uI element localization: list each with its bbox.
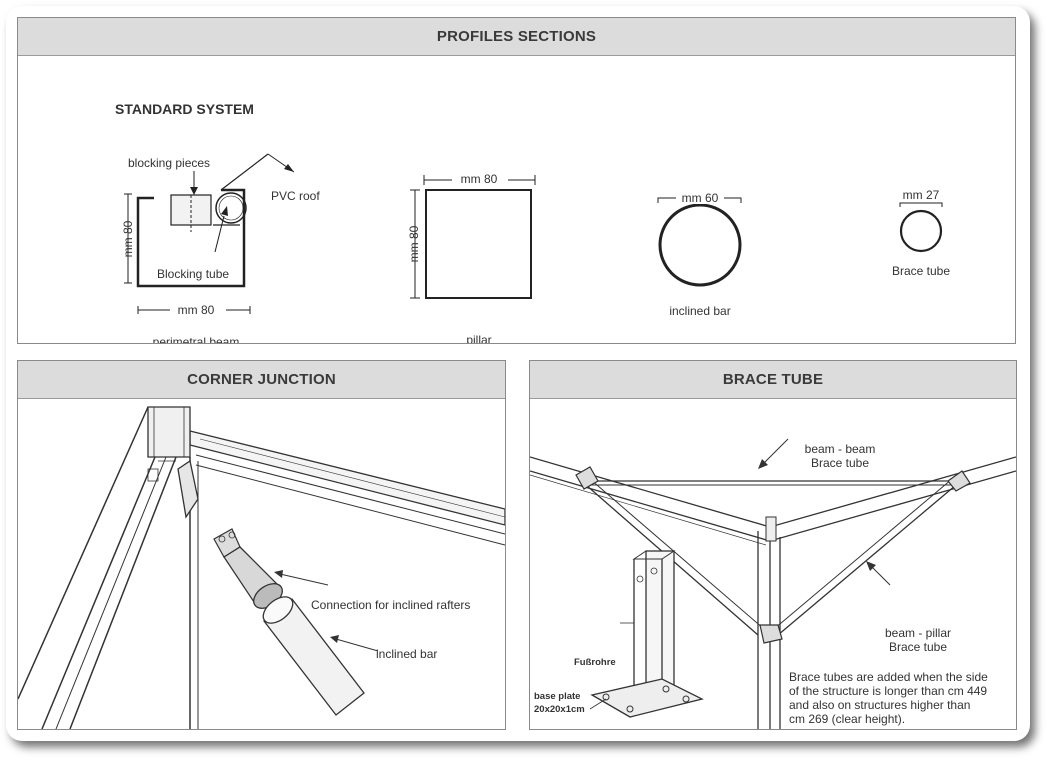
corner-frame (18, 406, 505, 729)
brace-tube-panel: BRACE TUBE (529, 360, 1017, 730)
corner-junction-drawing: Connection for inclined rafters inclined… (18, 406, 505, 729)
beam-pillar-brace-label: Brace tube (889, 640, 947, 654)
brace-tube-header: BRACE TUBE (530, 361, 1016, 399)
perimetral-beam-caption: perimetral beam (153, 335, 240, 343)
brace-tube-section (899, 202, 943, 253)
brace-tube-caption: Brace tube (892, 264, 950, 278)
note-line: cm 269 (clear height). (789, 712, 905, 726)
inclined-bar-dimension: mm 60 (682, 191, 719, 205)
profiles-sections-header: PROFILES SECTIONS (18, 18, 1015, 56)
note-line: and also on structures higher than (789, 698, 970, 712)
perimetral-width-dimension: mm 80 (178, 303, 215, 317)
standard-system-title: STANDARD SYSTEM (115, 101, 254, 117)
base-plate-label: base plate (534, 691, 580, 702)
blocking-tube-label: Blocking tube (157, 267, 229, 281)
note-line: of the structure is longer than cm 449 (789, 684, 987, 698)
brace-tube-dimension: mm 27 (903, 188, 940, 202)
corner-junction-panel: CORNER JUNCTION (17, 360, 506, 730)
perimetral-height-dimension: mm 80 (121, 220, 135, 257)
dim-mask (901, 188, 943, 202)
beam-beam-label: beam - beam (805, 442, 876, 456)
pillar-section (410, 175, 536, 299)
perimetral-beam-section (124, 153, 295, 314)
inclined-bar-section (657, 197, 742, 287)
beam-pillar-label: beam - pillar (885, 626, 951, 640)
brace-note: Brace tubes are added when the side of t… (789, 670, 988, 726)
dim-mask (676, 190, 724, 204)
connection-rafters-label: Connection for inclined rafters (311, 598, 470, 612)
profiles-drawing: STANDARD SYSTEM blocking pieces PVC roof (115, 101, 950, 343)
beam-beam-brace-label: Brace tube (811, 456, 869, 470)
inclined-bar-caption: inclined bar (669, 304, 730, 318)
note-line: Brace tubes are added when the side (789, 670, 988, 684)
blocking-pieces-label: blocking pieces (128, 156, 210, 170)
corner-junction-header: CORNER JUNCTION (18, 361, 505, 399)
brace-frame (530, 438, 1016, 729)
pillar-height-dimension: mm 80 (407, 225, 421, 262)
brace-tube-drawing: beam - beam Brace tube beam - pillar Bra… (530, 438, 1016, 729)
fussrohre-label: Fußrohre (574, 657, 616, 668)
pvc-roof-label: PVC roof (271, 189, 320, 203)
dim-mask (170, 303, 226, 317)
dim-mask (452, 172, 508, 186)
pillar-width-dimension: mm 80 (461, 172, 498, 186)
corner-inclined-bar-label: inclined bar (376, 647, 437, 661)
pillar-caption: pillar (466, 333, 491, 343)
base-plate-size-label: 20x20x1cm (534, 704, 585, 715)
profiles-sections-panel: PROFILES SECTIONS STANDARD SYSTEM blocki (17, 17, 1016, 344)
